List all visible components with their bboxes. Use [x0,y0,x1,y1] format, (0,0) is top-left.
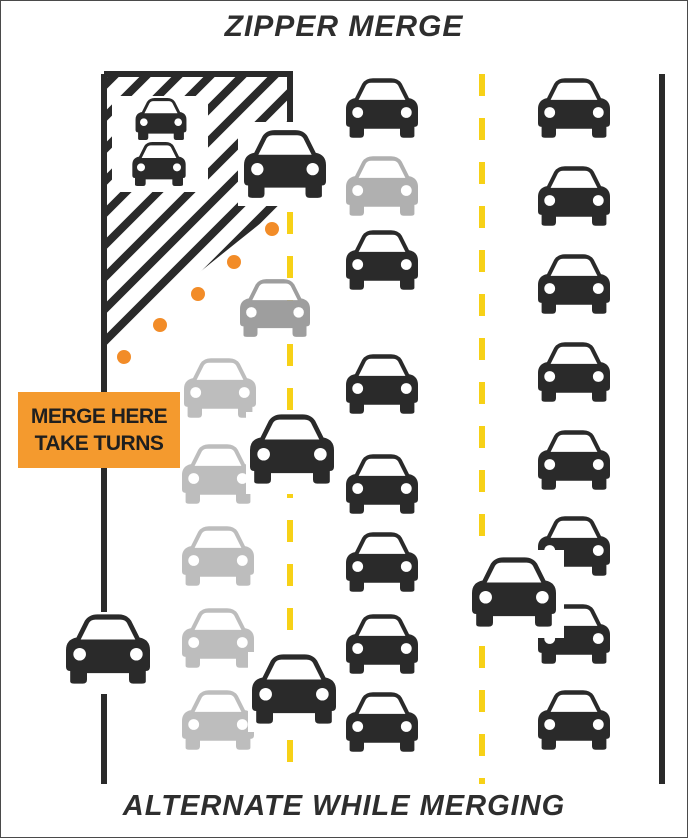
car-icon [346,230,418,290]
diagram-caption: ALTERNATE WHILE MERGING [122,790,566,822]
car-icon [182,526,254,586]
car-icon [346,156,418,216]
merge-path-dots [117,222,279,364]
car-icon [184,358,256,418]
merge-sign: MERGE HERE TAKE TURNS [18,392,180,468]
car-icon [538,690,610,750]
car-icon [182,608,254,668]
car-icon [346,354,418,414]
car-icon [538,166,610,226]
car-icon [346,532,418,592]
car-icon [538,430,610,490]
car-icon [538,78,610,138]
car-icon [538,254,610,314]
car-icon [240,279,310,337]
car-icon [182,444,254,504]
car-icon [346,78,418,138]
car-icon [346,614,418,674]
car-icon [538,342,610,402]
car-icon [346,454,418,514]
car-icon [346,692,418,752]
sign-line-1: MERGE HERE [30,405,168,428]
sign-line-2: TAKE TURNS [34,432,164,455]
car-icon [182,690,254,750]
diagram-title: ZIPPER MERGE [224,10,464,43]
